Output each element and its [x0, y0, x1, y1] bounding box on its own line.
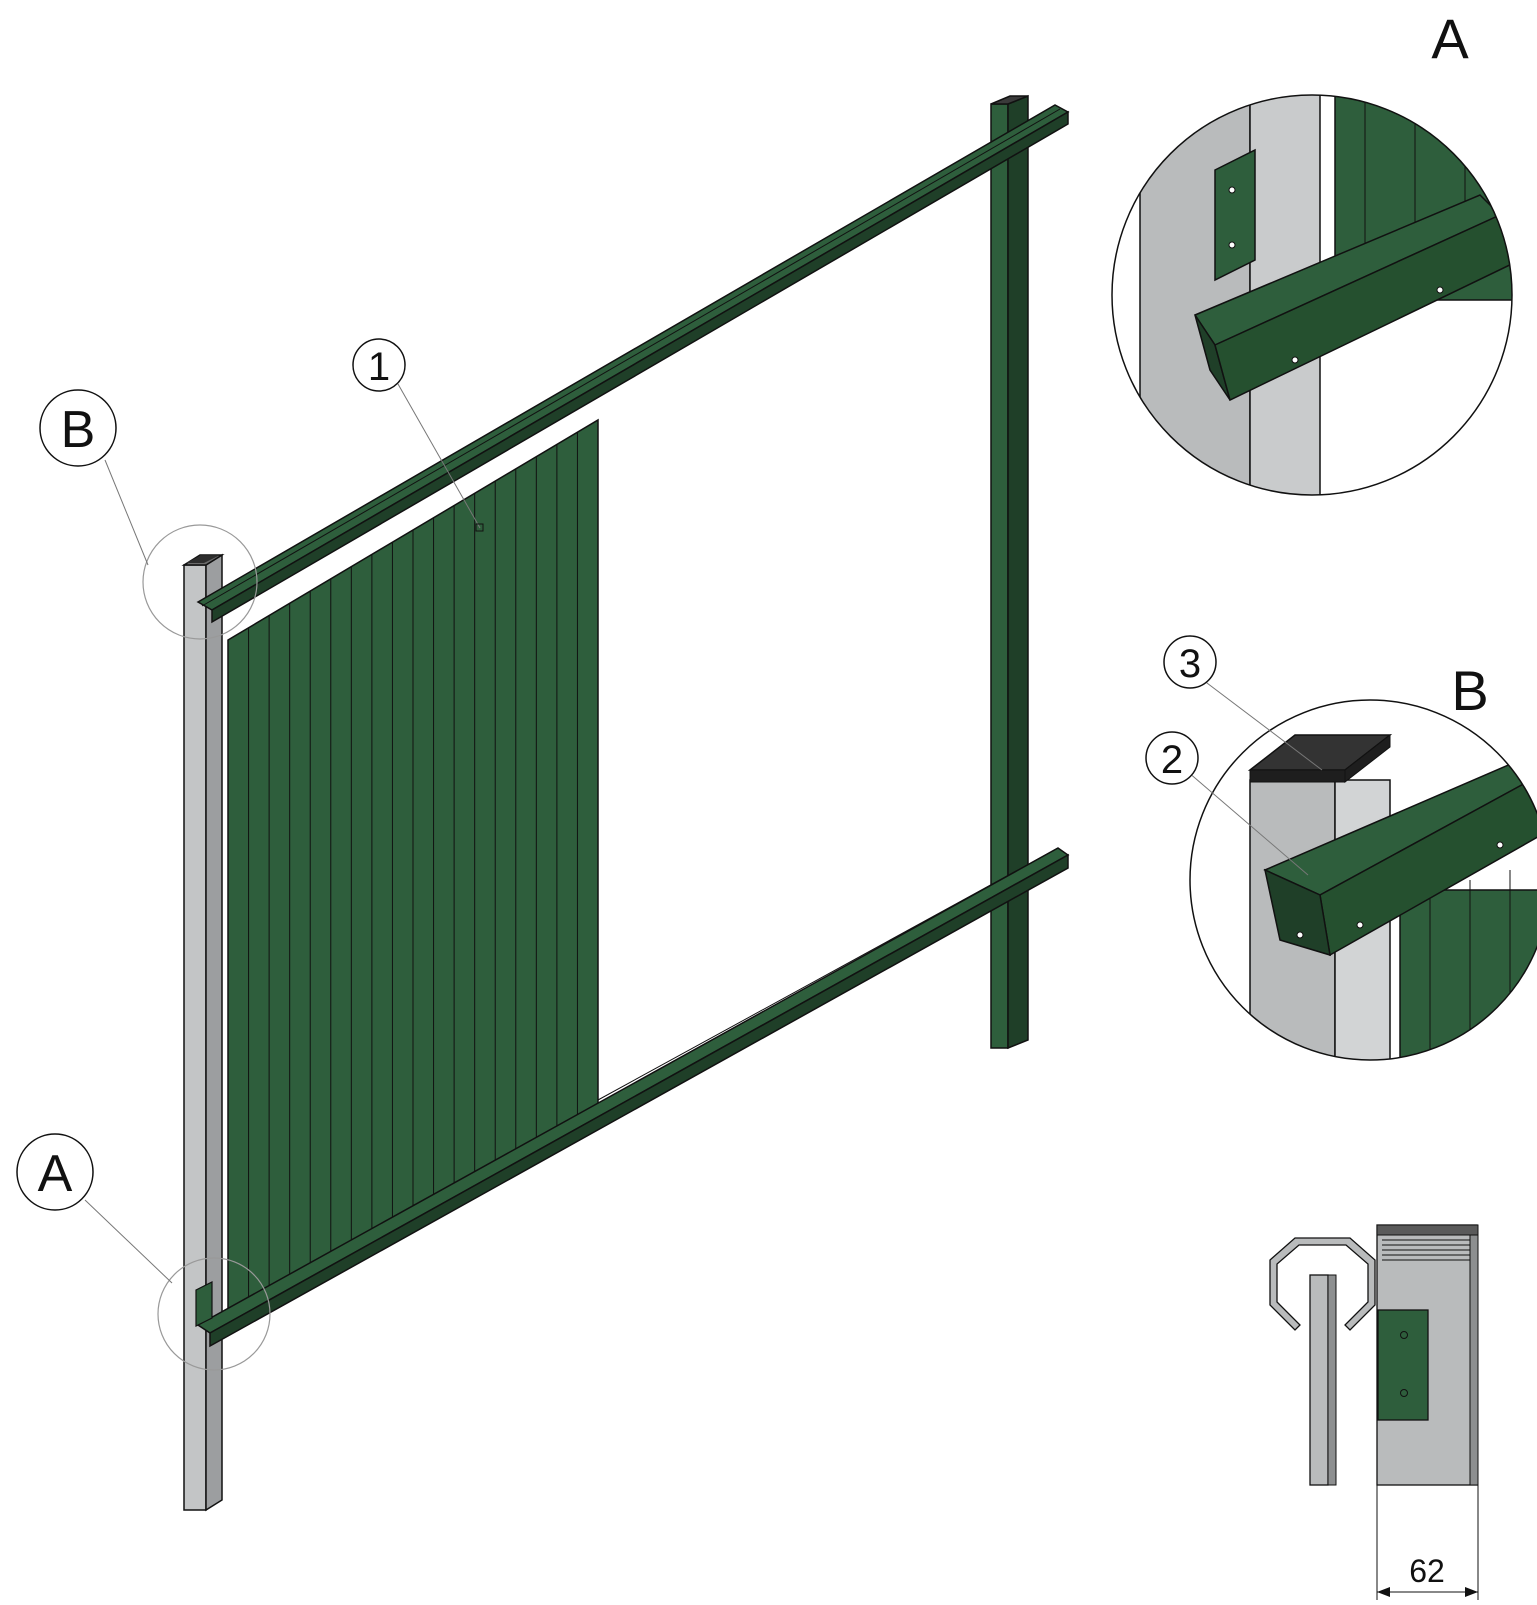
lower-bracket — [195, 1281, 213, 1327]
part-3-label: 3 — [1179, 642, 1201, 686]
detail-b-marker: B — [61, 401, 96, 459]
part-3-bubble — [1163, 635, 1217, 689]
detail-b-marker-group: B — [39, 389, 258, 640]
section-view: 62 — [1269, 1224, 1479, 1600]
detail-b-title: B — [1451, 659, 1488, 722]
main-fence-view — [181, 94, 1070, 1512]
part-2-callout-group: 2 — [1145, 731, 1309, 876]
detail-a-callout — [16, 1133, 94, 1211]
part-3-callout-group: 3 — [1163, 635, 1323, 771]
section-bracket — [1377, 1309, 1429, 1421]
bottom-rail — [196, 847, 1070, 1348]
detail-a-marker-group: A — [16, 1133, 271, 1371]
right-post — [990, 94, 1029, 1050]
width-dimension: 62 — [1376, 1485, 1479, 1600]
part-1-bubble — [352, 338, 406, 392]
part-1-callout-group: 1 — [352, 338, 484, 532]
detail-a-view: A — [1111, 7, 1513, 496]
detail-a-marker: A — [38, 1145, 73, 1203]
flat-strip — [1309, 1274, 1329, 1486]
top-rail — [196, 104, 1070, 624]
profiled-sheet-panel — [227, 418, 599, 1322]
detail-b-view: B 3 2 — [1145, 635, 1537, 1061]
left-post — [181, 553, 225, 1512]
detail-a-title: A — [1431, 7, 1469, 70]
detail-b-callout — [39, 389, 117, 467]
width-dimension-value: 62 — [1409, 1553, 1445, 1589]
part-2-label: 2 — [1161, 738, 1183, 782]
part-1-label: 1 — [368, 345, 390, 389]
clamp-profile — [1269, 1237, 1376, 1331]
part-2-bubble — [1145, 731, 1199, 785]
